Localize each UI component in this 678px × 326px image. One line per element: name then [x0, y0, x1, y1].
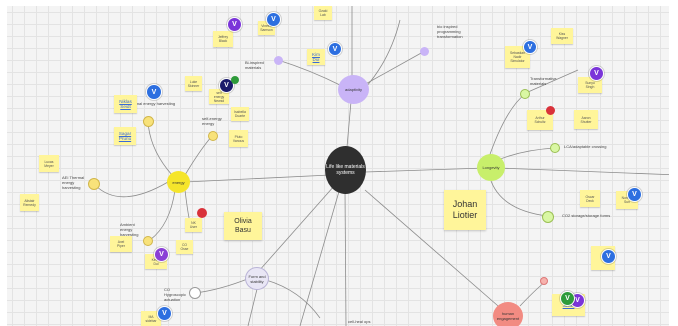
user-avatar[interactable]: V	[154, 247, 169, 262]
sticky-note[interactable]: Arthur Schultz	[527, 110, 553, 130]
branch-dot-transform[interactable]	[520, 89, 530, 99]
user-avatar[interactable]: V	[157, 306, 172, 321]
user-avatar[interactable]: V	[589, 66, 604, 81]
link-kim[interactable]: Kim Dui	[312, 52, 320, 62]
hub-adaptivity[interactable]: adaptivity	[338, 75, 369, 104]
user-avatar[interactable]: V	[146, 84, 162, 100]
branch-dot-human[interactable]	[540, 277, 548, 285]
label-self-energy: self-energy energy	[202, 116, 222, 126]
connector-center-longevity	[364, 167, 486, 173]
connector-center-lower	[299, 187, 341, 326]
hub-energy[interactable]: energy	[167, 171, 190, 193]
reaction-dot[interactable]	[546, 106, 555, 115]
branch-dot-ambient[interactable]	[143, 116, 154, 127]
sticky-note[interactable]: Isabella Duarte	[231, 107, 249, 121]
connector-long-right	[497, 167, 678, 176]
user-avatar[interactable]: V	[560, 291, 575, 306]
label-transformative: Transformative materials	[530, 76, 557, 86]
label-ate-energy: AEI Thermal energy harvesting	[62, 175, 85, 190]
connector-long-trans	[487, 93, 526, 161]
sticky-note[interactable]: Axel Piper	[110, 236, 132, 252]
sticky-note[interactable]: Kiss Wagner	[551, 28, 573, 44]
label-bio-inspired: bio inspired programming transformation	[437, 24, 463, 39]
branch-dot-form-cells[interactable]	[189, 287, 201, 299]
connector-center-form	[257, 184, 336, 273]
connector-center-bottom	[344, 189, 347, 326]
user-avatar[interactable]: V	[219, 78, 234, 93]
label-aware-energy: Ambient energy harvesting	[120, 222, 139, 237]
label-self-heal: cell-heal ops	[348, 319, 371, 324]
user-avatar[interactable]: V	[266, 12, 281, 27]
user-avatar[interactable]: V	[627, 187, 642, 202]
sticky-note[interactable]: MA sidebar	[141, 311, 161, 326]
branch-dot-self-energy[interactable]	[208, 131, 218, 141]
sticky-note[interactable]: Niklas Seidt	[114, 95, 137, 113]
label-co2-storage: CO2 storage/storage forms	[562, 213, 611, 218]
user-avatar[interactable]: V	[227, 17, 242, 32]
sticky-note[interactable]: Ozaki Lab	[314, 6, 332, 20]
connector-adapt-tr	[364, 19, 401, 89]
hub-human-engagement[interactable]: human engagement	[493, 302, 523, 326]
connector-center-human	[364, 189, 506, 313]
connector-form-down	[247, 284, 259, 326]
sticky-note[interactable]: Luke Skinner	[185, 76, 202, 91]
central-topic-node[interactable]: Life like materials systems	[325, 146, 366, 194]
connector-trans-self	[527, 69, 579, 93]
right-border	[669, 0, 678, 326]
sticky-note[interactable]: Kim Dui	[307, 49, 325, 65]
sticky-note[interactable]: Pluto Vanous	[229, 130, 248, 147]
sticky-note[interactable]: CO Osse	[176, 240, 193, 254]
connector-energy-ate	[94, 181, 169, 198]
connector-energy-self	[184, 135, 213, 176]
label-self-repair: Bi-inspired materials	[245, 60, 264, 70]
name-card-johan[interactable]: Johan Liotier	[444, 190, 486, 230]
hub-form-stability[interactable]: Form and stability	[245, 267, 269, 290]
hub-longevity[interactable]: Longevity	[477, 154, 505, 181]
connector-form-cells	[194, 277, 251, 294]
label-recycle: LCA/adaptable crossing	[564, 144, 607, 149]
connector-adapt-selfrepair	[277, 59, 343, 87]
label-form-cells: CO Hygroscopic actuation	[164, 287, 187, 302]
connector-long-co2	[489, 177, 548, 217]
branch-dot-selfmob[interactable]	[550, 143, 560, 153]
name-card-olivia[interactable]: Olivia Basu	[224, 212, 262, 240]
reaction-dot[interactable]	[197, 208, 207, 218]
user-avatar[interactable]: V	[601, 249, 616, 264]
link-sagar[interactable]: Sagar Prunu	[118, 131, 132, 141]
reaction-dot[interactable]	[231, 76, 239, 84]
sticky-note[interactable]: NK User	[185, 218, 202, 232]
sticky-note[interactable]: Lucas Meyer	[39, 155, 59, 172]
sticky-note[interactable]: Jeffrey Black	[213, 31, 233, 47]
sticky-note[interactable]: Oscar Deck	[580, 190, 600, 207]
sticky-note[interactable]: Sagar Prunu	[114, 127, 136, 145]
sticky-note[interactable]: Sunyu Singh	[578, 77, 602, 93]
sticky-note[interactable]: Aaron Shutter	[574, 110, 598, 129]
connector-energy-ambient	[147, 121, 173, 176]
branch-dot-ate[interactable]	[88, 178, 100, 190]
connector-center-energy	[184, 174, 331, 183]
branch-dot-bio[interactable]	[420, 47, 429, 56]
branch-dot-co2[interactable]	[542, 211, 554, 223]
connector-human-r	[519, 281, 546, 307]
connector-adapt-bio	[361, 51, 424, 87]
connector-form-heal	[265, 279, 321, 319]
user-avatar[interactable]: V	[523, 40, 537, 54]
branch-dot-selfrepair[interactable]	[274, 56, 283, 65]
sticky-note[interactable]: Alistair Remedy	[20, 194, 39, 211]
connector-energy-aware	[149, 189, 176, 241]
user-avatar[interactable]: V	[328, 42, 342, 56]
top-border	[0, 0, 678, 6]
left-border	[0, 0, 7, 326]
branch-dot-aware[interactable]	[143, 236, 153, 246]
link-niklas[interactable]: Niklas Seidt	[119, 99, 132, 109]
